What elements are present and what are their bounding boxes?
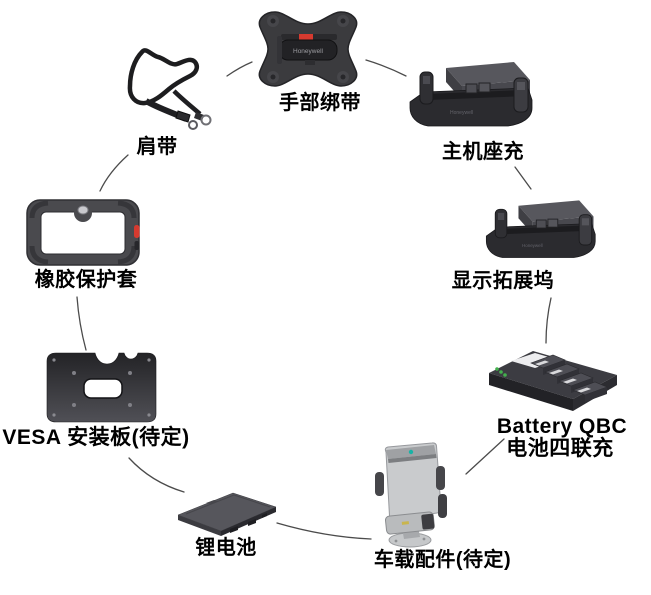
dock-back-top	[446, 62, 530, 86]
hand-strap-label: 手部绑带	[279, 92, 361, 114]
mount-right-grip-2	[438, 494, 447, 518]
charger-front	[489, 373, 573, 411]
battery-quad-charger-label: Battery QBC	[496, 415, 628, 438]
shoulder-strap-hook-2	[188, 120, 198, 130]
hand-strap-image: Honeywell	[258, 11, 358, 87]
mount-base-screw	[394, 539, 398, 543]
rubber-protective-case-image	[26, 199, 140, 266]
battery-notch	[206, 500, 218, 504]
connector-shoulderstrap-handstrap	[226, 61, 253, 77]
vehicle-mount-image	[375, 442, 447, 548]
case-red-button	[134, 225, 140, 238]
shoulder-strap-webbing-2	[172, 89, 202, 116]
lithium-battery-image	[177, 492, 277, 536]
display-dock-label: 显示拓展坞	[451, 270, 555, 292]
vesa-screw-holes	[72, 371, 132, 407]
hand-strap-clip	[277, 36, 282, 64]
charger-label-sticker	[511, 353, 559, 368]
charger-leds	[495, 367, 507, 377]
connector-hostdock-displaydock	[514, 166, 532, 190]
connector-displaydock-quadcharger	[545, 297, 552, 344]
connector-handstrap-hostdock	[365, 59, 407, 77]
host-dock-charger-image: Honeywell	[409, 62, 533, 127]
dock-left-clip-notch	[423, 76, 430, 84]
hand-strap-corner-screws	[267, 15, 349, 83]
battery-quad-charger-image	[489, 351, 617, 411]
dock-connector	[465, 83, 478, 94]
connector-rubbercase-vesa	[76, 296, 87, 351]
battery-contact	[230, 526, 238, 533]
lithium-battery-label: 锂电池	[195, 537, 257, 559]
dock-connector-2	[478, 82, 491, 93]
mount-top-bar-edge	[388, 454, 437, 463]
case-side-button	[134, 241, 139, 250]
dock-back-top	[518, 200, 594, 222]
brand-text: Honeywell	[522, 243, 543, 248]
vesa-corner-holes	[52, 358, 151, 417]
vehicle-mount-label: 车载配件(待定)	[373, 549, 512, 571]
hand-strap-red-stripe	[299, 34, 313, 40]
dock-slot	[500, 225, 590, 235]
rubber-protective-case-label: 橡胶保护套	[34, 269, 138, 291]
connector-vesa-battery	[128, 457, 185, 493]
dock-connector-2	[547, 218, 559, 228]
shoulder-strap-image	[127, 48, 212, 130]
mount-charging-module	[384, 511, 435, 535]
brand-text: Honeywell	[450, 110, 473, 116]
camera-lens	[77, 205, 89, 215]
dock-right-clip-notch	[517, 82, 525, 90]
shoulder-strap-loop	[127, 48, 200, 106]
display-dock-image: Honeywell	[485, 200, 596, 258]
mount-right-grip	[436, 466, 445, 490]
battery-contact-2	[248, 519, 256, 526]
dock-right-clip-notch	[581, 218, 589, 226]
vesa-mount-plate-label: VESA 安装板(待定)	[2, 426, 190, 449]
shoulder-strap-hook	[200, 114, 212, 126]
shoulder-strap-label: 肩带	[136, 136, 178, 158]
dock-slot	[426, 90, 526, 100]
connector-shoulderstrap-rubbercase	[99, 154, 129, 192]
dock-connector	[535, 219, 547, 229]
mount-led	[408, 449, 414, 455]
mount-base-screw-2	[422, 537, 426, 541]
battery-contact-3	[262, 513, 267, 518]
hand-strap-tab	[305, 60, 315, 65]
battery-seam	[185, 494, 271, 515]
vesa-mount-plate-image	[46, 352, 157, 423]
mount-left-grip	[375, 472, 384, 496]
vesa-cutout	[83, 378, 123, 399]
charger-battery-slots	[530, 354, 608, 402]
battery-left-edge	[178, 515, 221, 536]
brand-text: Honeywell	[293, 48, 324, 55]
dock-left-clip-notch	[497, 212, 505, 220]
battery-quad-charger-sublabel: 电池四联充	[506, 437, 614, 460]
shoulder-strap-buckle	[175, 110, 191, 123]
case-corner-bumpers	[29, 200, 137, 265]
host-dock-charger-label: 主机座充	[442, 141, 524, 163]
